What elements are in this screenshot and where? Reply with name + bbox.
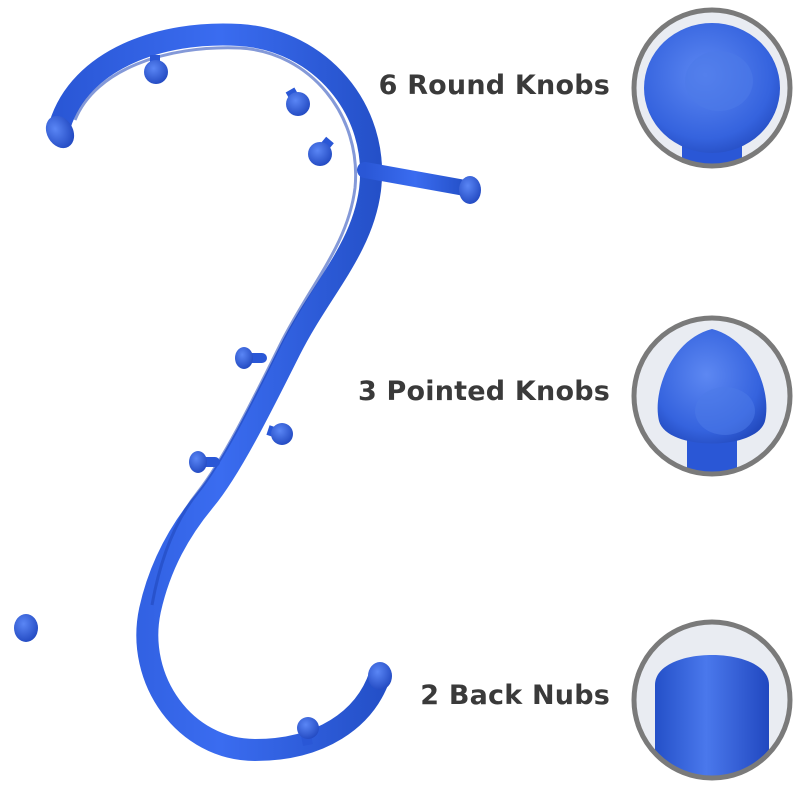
- hook-groove: [73, 46, 358, 606]
- round-knob: [144, 60, 168, 84]
- round-knob: [308, 142, 332, 166]
- back-nub-closeup-icon: [631, 619, 793, 781]
- end-nub-top: [45, 115, 75, 149]
- pointed-knobs: [189, 347, 267, 473]
- feature-label-round-knobs: 6 Round Knobs: [378, 70, 610, 101]
- round-knobs: [144, 55, 334, 746]
- round-knob-closeup-icon: [631, 7, 793, 169]
- round-knob: [271, 423, 293, 445]
- massager-hook-illustration: [14, 23, 481, 762]
- pointed-knob: [235, 347, 253, 369]
- right-arm: [357, 162, 473, 196]
- hook-body: [49, 23, 391, 762]
- round-knob: [297, 717, 319, 739]
- pointed-knob: [189, 451, 207, 473]
- feature-label-back-nubs: 2 Back Nubs: [420, 680, 610, 711]
- round-knob: [286, 92, 310, 116]
- end-nub-bottom: [368, 662, 392, 690]
- back-nub-left: [14, 614, 38, 642]
- pointed-knob-closeup-icon: [631, 315, 793, 477]
- feature-label-pointed-knobs: 3 Pointed Knobs: [357, 376, 610, 407]
- back-nub-right: [459, 176, 481, 204]
